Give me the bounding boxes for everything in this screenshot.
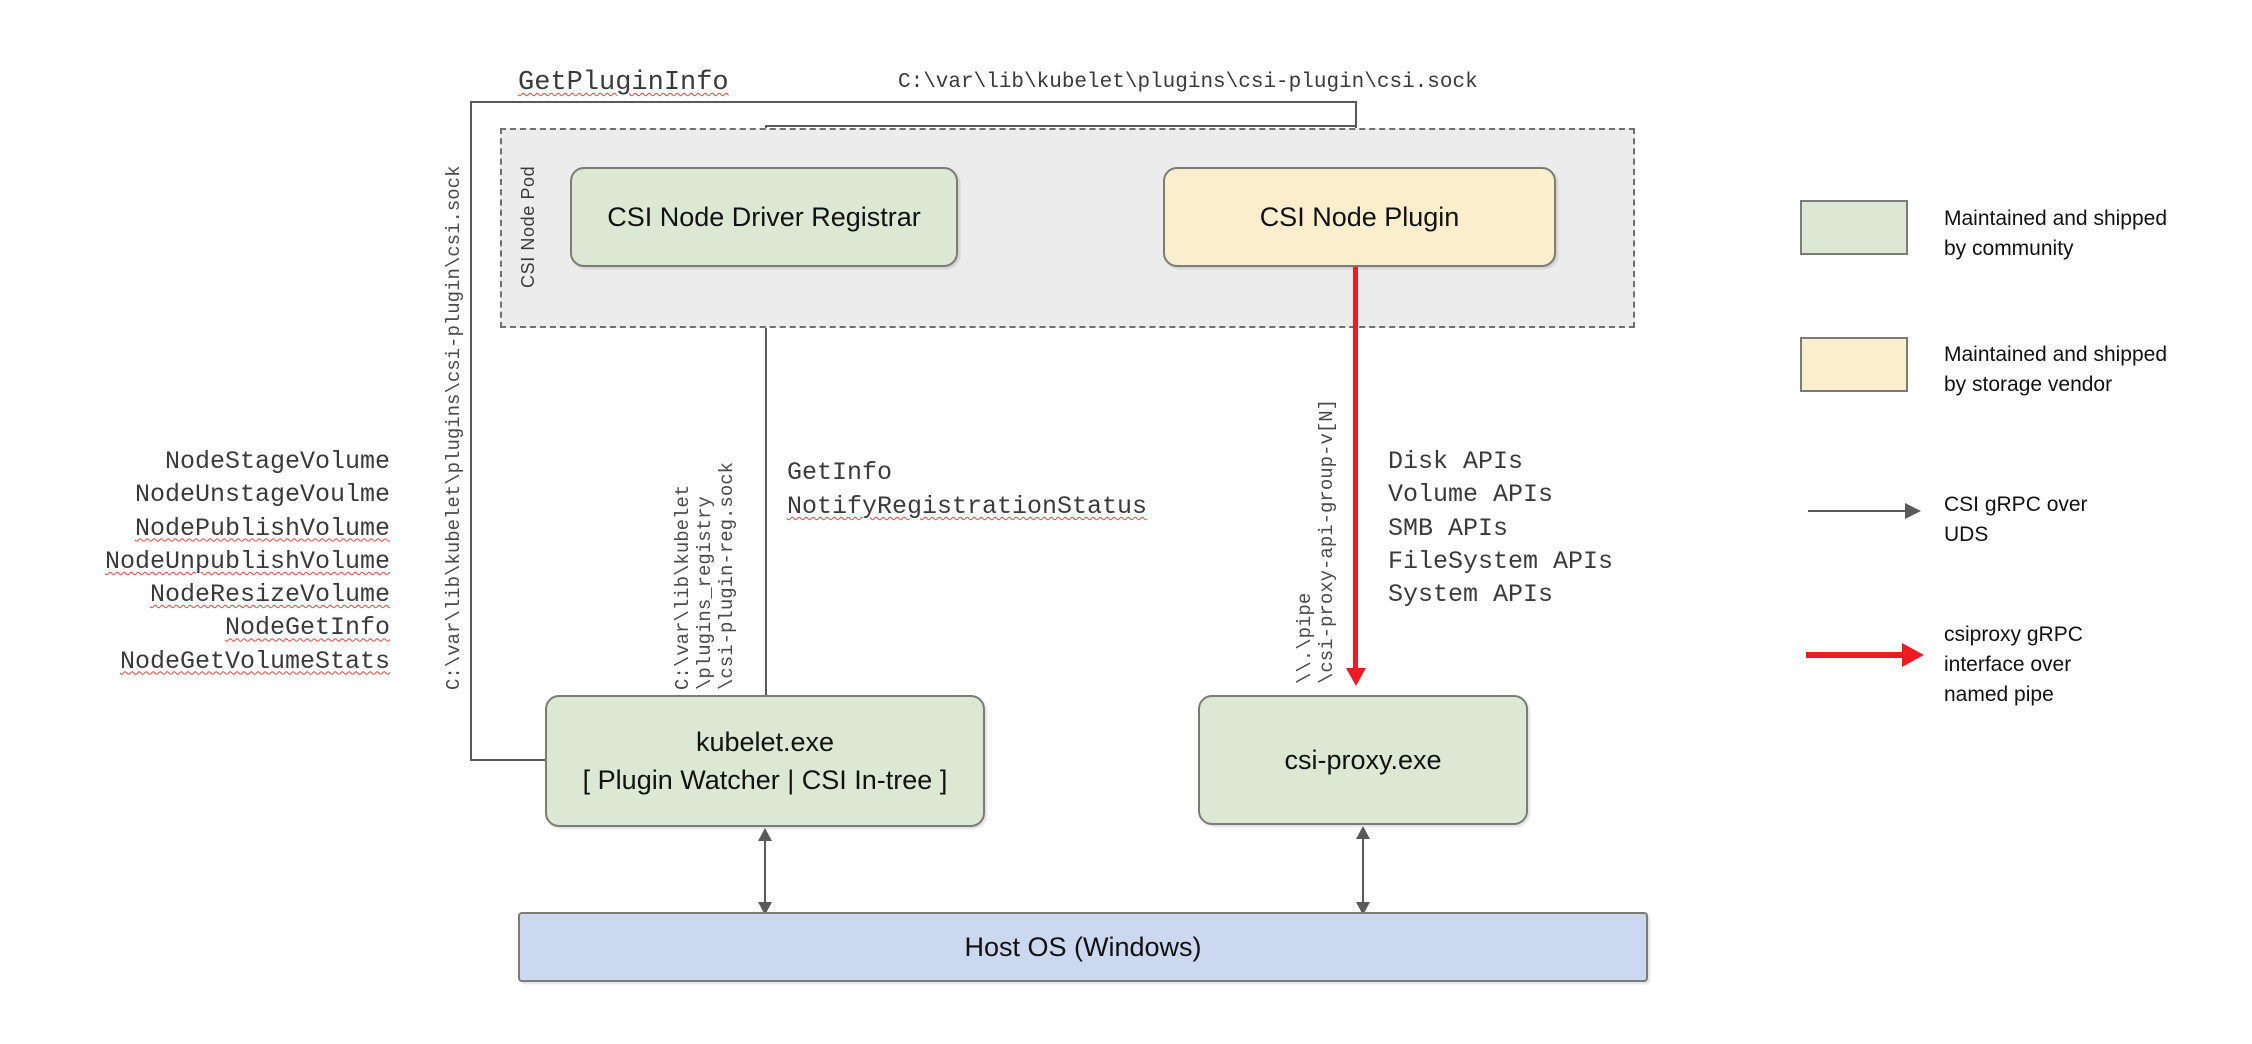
connector-kubelet-hostos (764, 832, 766, 914)
legend-label-vendor-line-2: by storage vendor (1944, 372, 2113, 396)
legend-label-vendor: Maintained and shipped by storage vendor (1944, 340, 2167, 400)
connector-getplugininfo-bottom (470, 759, 548, 761)
node-kubelet-exe-sublabel: [ Plugin Watcher | CSI In-tree ] (582, 765, 948, 795)
legend-label-uds: CSI gRPC over UDS (1944, 490, 2088, 550)
connector-csiproxy-named-pipe (1353, 267, 1358, 673)
legend-label-csiproxy-line-3: named pipe (1944, 682, 2054, 706)
node-api-call-item: NodePublishVolume (134, 513, 390, 543)
vlabel-registry-socket-stack: C:\var\lib\kubelet \plugins_registry \cs… (672, 461, 738, 690)
node-host-os-label: Host OS (Windows) (964, 931, 1202, 962)
csi-proxy-api-item: System APIs (1388, 580, 1554, 609)
vlabel-named-pipe-line-1: \\.\pipe (1294, 592, 1316, 684)
legend-label-community-line-2: by community (1944, 236, 2074, 260)
csi-proxy-api-group-list: Disk APIs Volume APIs SMB APIs FileSyste… (1388, 445, 1613, 611)
arrow-kubelet-down (758, 902, 772, 915)
legend-label-csiproxy-line-2: interface over (1944, 652, 2072, 676)
node-kubelet-exe-label: kubelet.exe (695, 726, 835, 757)
csi-proxy-api-item: FileSystem APIs (1388, 546, 1614, 576)
node-api-call-item: NodeStageVolume (164, 447, 390, 476)
vlabel-registry-socket-line-3: \csi-plugin-reg.sock (716, 461, 738, 690)
arrow-csiproxy-up (1356, 826, 1370, 839)
node-api-call-item: NodeUnstageVoulme (134, 480, 390, 510)
label-get-info: GetInfo (787, 458, 893, 487)
csi-proxy-api-item: Volume APIs (1388, 480, 1554, 510)
legend-swatch-vendor (1800, 337, 1908, 392)
legend-label-uds-line-1: CSI gRPC over (1944, 493, 2088, 516)
node-api-call-item: NodeResizeVolume (149, 580, 390, 609)
legend-label-csiproxy-line-1: csiproxy gRPC (1944, 623, 2083, 646)
arrow-into-csi-proxy (1346, 668, 1366, 686)
vlabel-registry-socket-line-2: \plugins_registry (694, 496, 716, 690)
legend-label-community: Maintained and shipped by community (1944, 204, 2167, 264)
node-csi-proxy-exe-label: csi-proxy.exe (1284, 744, 1442, 775)
connector-kubelet-registrar (765, 298, 767, 700)
node-csi-node-driver-registrar-label: CSI Node Driver Registrar (607, 201, 921, 232)
node-csi-node-driver-registrar[interactable]: CSI Node Driver Registrar (570, 167, 958, 267)
legend-swatch-community (1800, 200, 1908, 255)
legend-label-community-line-1: Maintained and shipped (1944, 207, 2168, 230)
legend-label-csiproxy: csiproxy gRPC interface over named pipe (1944, 620, 2083, 709)
legend-label-vendor-line-1: Maintained and shipped (1944, 343, 2168, 366)
node-csi-node-plugin[interactable]: CSI Node Plugin (1163, 167, 1556, 267)
arrow-kubelet-up (758, 828, 772, 841)
vlabel-left-csi-socket: C:\var\lib\kubelet\plugins\csi-plugin\cs… (443, 165, 465, 691)
connector-csiproxy-hostos (1362, 830, 1364, 914)
csi-proxy-api-item: Disk APIs (1388, 447, 1524, 476)
legend-arrow-uds (1808, 510, 1910, 512)
legend-arrow-uds-head (1905, 503, 1921, 519)
legend-label-uds-line-2: UDS (1944, 522, 1989, 546)
connector-getplugininfo-left (470, 101, 472, 761)
label-notify-registration-status: NotifyRegistrationStatus (787, 492, 1148, 521)
label-csi-sock-path: C:\var\lib\kubelet\plugins\csi-plugin\cs… (898, 71, 1478, 94)
connector-nodeapi-top (765, 125, 1357, 127)
legend-arrow-csiproxy-head (1902, 643, 1924, 667)
connector-getplugininfo-top (470, 101, 1357, 103)
node-csi-proxy-exe[interactable]: csi-proxy.exe (1198, 695, 1528, 825)
vlabel-named-pipe-stack: \\.\pipe \csi-proxy-api-group-v[N] (1294, 374, 1338, 684)
node-api-call-list: NodeStageVolume NodeUnstageVoulme NodePu… (60, 445, 390, 678)
node-api-call-item: NodeUnpublishVolume (104, 546, 390, 576)
csi-proxy-api-item: SMB APIs (1388, 513, 1509, 543)
csi-node-pod-label: CSI Node Pod (518, 165, 538, 288)
vlabel-registry-socket-line-1: C:\var\lib\kubelet (672, 484, 694, 690)
vlabel-named-pipe-line-2: \csi-proxy-api-group-v[N] (1316, 398, 1338, 684)
node-host-os[interactable]: Host OS (Windows) (518, 912, 1648, 982)
label-get-plugin-info: GetPluginInfo (518, 68, 729, 98)
node-api-call-item: NodeGetVolumeStats (119, 646, 390, 676)
node-kubelet-exe[interactable]: kubelet.exe [ Plugin Watcher | CSI In-tr… (545, 695, 985, 827)
legend-arrow-csiproxy (1806, 652, 1906, 658)
node-csi-node-plugin-label: CSI Node Plugin (1259, 201, 1460, 232)
node-api-call-item: NodeGetInfo (224, 613, 390, 643)
arrow-csiproxy-down (1356, 902, 1370, 915)
